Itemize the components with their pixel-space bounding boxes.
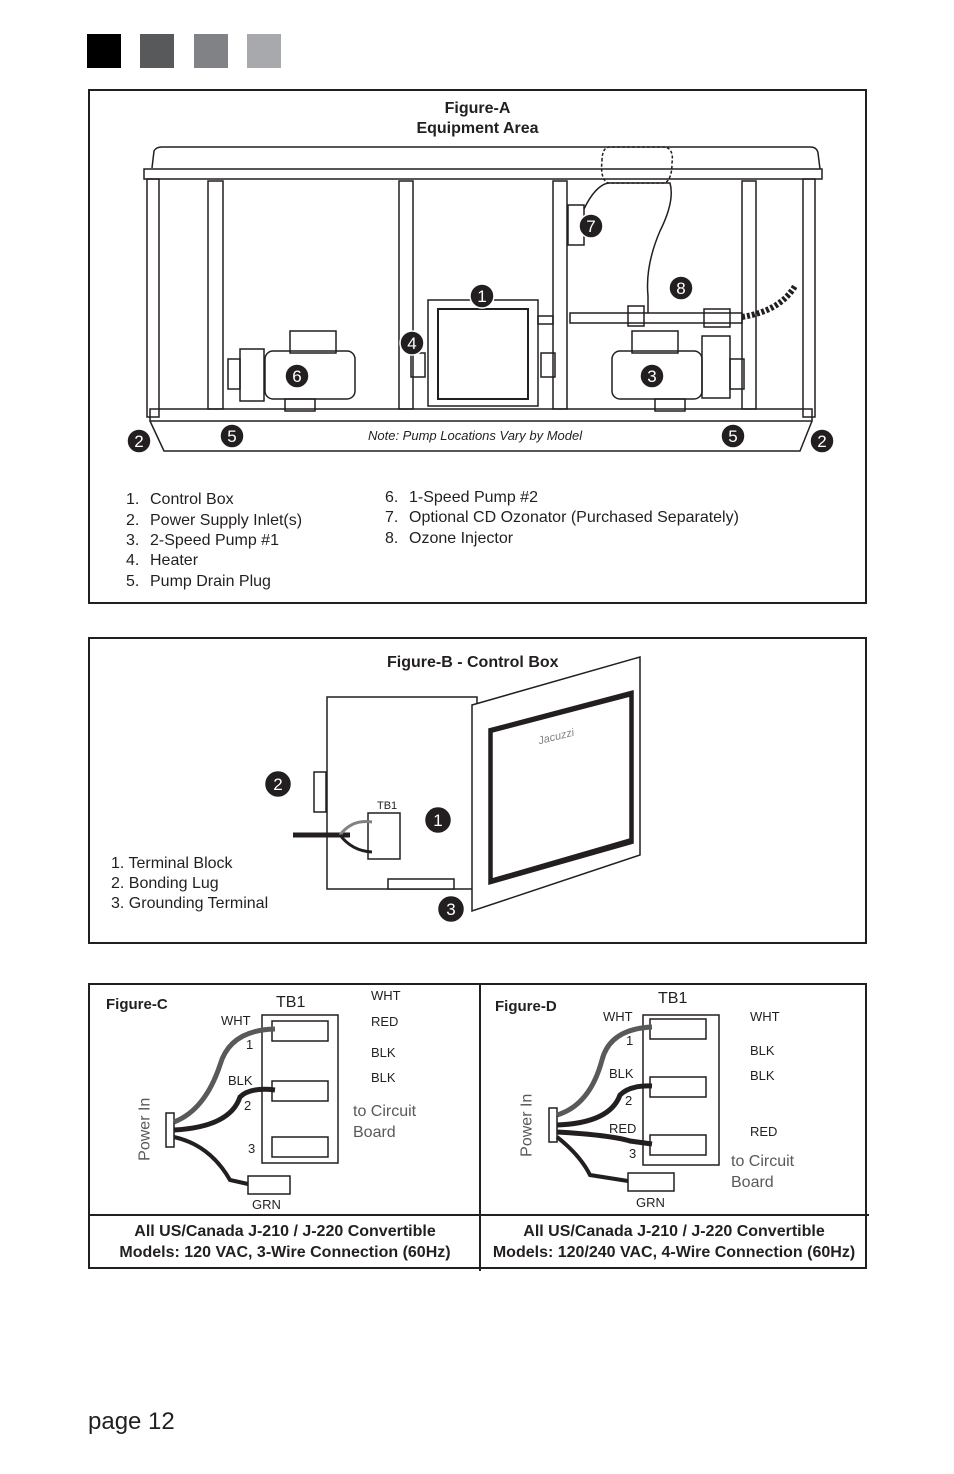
legend-b-item-2: 2. Bonding Lug <box>111 875 219 892</box>
legend-a-item-5: 5.Pump Drain Plug <box>126 573 271 590</box>
figure-c-term-3: 3 <box>248 1141 256 1156</box>
figure-a-title: Figure-A <box>444 100 511 117</box>
legend-a-item-3: 3.2-Speed Pump #1 <box>126 532 279 549</box>
callout-1: 1 <box>469 283 495 309</box>
figure-b-title: Figure-B - Control Box <box>387 654 559 671</box>
figure-d-caption-1: All US/Canada J-210 / J-220 Convertible <box>523 1223 825 1240</box>
figure-c-red-out: RED <box>371 1014 399 1029</box>
figure-d-blk-out-2: BLK <box>750 1068 775 1083</box>
figure-d-term-1: 1 <box>626 1033 634 1048</box>
figure-d-caption-2: Models: 120/240 VAC, 4-Wire Connection (… <box>492 1244 856 1261</box>
wiring-diagrams <box>90 985 869 1271</box>
figure-a-note: Note: Pump Locations Vary by Model <box>368 428 583 443</box>
header-square-1 <box>87 34 121 68</box>
legend-a-item-8: 8.Ozone Injector <box>385 530 514 547</box>
svg-text:7: 7 <box>586 217 595 236</box>
equipment-area-diagram: 1 2 2 3 4 5 5 6 7 8 <box>126 146 835 454</box>
legend-a-item-1: 1.Control Box <box>126 491 234 508</box>
figure-d-blk-in: BLK <box>609 1066 634 1081</box>
callout-3: 3 <box>639 363 665 389</box>
svg-text:3: 3 <box>446 900 455 919</box>
callout-5: 5 <box>219 423 245 449</box>
callout-4: 4 <box>399 330 425 356</box>
legend-a-item-2: 2.Power Supply Inlet(s) <box>126 512 303 529</box>
figure-d-red-in: RED <box>609 1121 637 1136</box>
legend-b-item-1: 1. Terminal Block <box>111 855 233 872</box>
svg-text:8: 8 <box>676 279 685 298</box>
legend-a-item-6: 6.1-Speed Pump #2 <box>385 489 538 506</box>
figure-c-wht-in: WHT <box>221 1013 251 1028</box>
page-number: page 12 <box>88 1408 175 1435</box>
figure-a-subtitle: Equipment Area <box>416 120 539 137</box>
figure-c-circuit-2: Board <box>353 1124 396 1141</box>
figure-d-red-out: RED <box>750 1124 778 1139</box>
figure-c-tb1: TB1 <box>276 994 306 1011</box>
figure-c-caption-1: All US/Canada J-210 / J-220 Convertible <box>134 1223 436 1240</box>
callout-6: 6 <box>284 363 310 389</box>
figure-d-wht-in: WHT <box>603 1009 633 1024</box>
callout-b-1: 1 <box>425 807 451 833</box>
legend-a-item-7: 7.Optional CD Ozonator (Purchased Separa… <box>385 509 739 526</box>
header-square-3 <box>194 34 228 68</box>
figure-d-wht-out: WHT <box>750 1009 780 1024</box>
figure-d-power-in: Power In <box>518 1093 536 1157</box>
figure-c-term-2: 2 <box>244 1098 252 1113</box>
header-square-4 <box>247 34 281 68</box>
callout-2: 2 <box>126 428 152 454</box>
control-box-diagram: 2 1 3 <box>265 656 641 922</box>
svg-text:6: 6 <box>292 367 301 386</box>
figure-d-term-3: 3 <box>629 1146 637 1161</box>
figure-c-power-in: Power In <box>136 1097 154 1161</box>
svg-text:1: 1 <box>433 811 442 830</box>
callout-2: 2 <box>809 428 835 454</box>
figure-c-caption-2: Models: 120 VAC, 3-Wire Connection (60Hz… <box>119 1244 451 1261</box>
svg-text:1: 1 <box>477 287 486 306</box>
figure-c-wht-out: WHT <box>371 988 401 1003</box>
tb1-label: TB1 <box>377 800 398 812</box>
svg-text:2: 2 <box>817 432 826 451</box>
figure-d-blk-out-1: BLK <box>750 1043 775 1058</box>
svg-text:2: 2 <box>273 775 282 794</box>
figure-c-blk-out-1: BLK <box>371 1045 396 1060</box>
svg-text:4: 4 <box>407 334 416 353</box>
figure-d-circuit-1: to Circuit <box>731 1153 795 1170</box>
figure-c-blk-out-2: BLK <box>371 1070 396 1085</box>
figure-cd-panel: Figure-C TB1 WHT BLK 1 2 3 WHT RED BLK B… <box>88 983 869 1271</box>
svg-text:5: 5 <box>227 427 236 446</box>
figure-c-blk-in: BLK <box>228 1073 253 1088</box>
legend-a-item-4: 4.Heater <box>126 552 199 569</box>
legend-b-item-3: 3. Grounding Terminal <box>111 895 269 912</box>
figure-a-panel: 1 2 2 3 4 5 5 6 7 8 Figure-A Equipment Area Note:… <box>88 89 867 604</box>
figure-c-circuit-1: to Circuit <box>353 1103 417 1120</box>
callout-8: 8 <box>668 275 694 301</box>
svg-text:3: 3 <box>647 367 656 386</box>
callout-b-2: 2 <box>265 771 291 797</box>
figure-d-grn: GRN <box>636 1195 665 1210</box>
figure-c-term-1: 1 <box>246 1037 254 1052</box>
figure-d-circuit-2: Board <box>731 1174 774 1191</box>
figure-d-term-2: 2 <box>625 1093 633 1108</box>
callout-5: 5 <box>720 423 746 449</box>
header-square-2 <box>140 34 174 68</box>
figure-d-title: Figure-D <box>495 998 557 1015</box>
callout-7: 7 <box>578 213 604 239</box>
figure-d-tb1: TB1 <box>658 990 688 1007</box>
svg-text:2: 2 <box>134 432 143 451</box>
figure-c-grn: GRN <box>252 1197 281 1212</box>
svg-text:5: 5 <box>728 427 737 446</box>
callout-b-3: 3 <box>438 896 464 922</box>
figure-c-title: Figure-C <box>106 996 168 1013</box>
